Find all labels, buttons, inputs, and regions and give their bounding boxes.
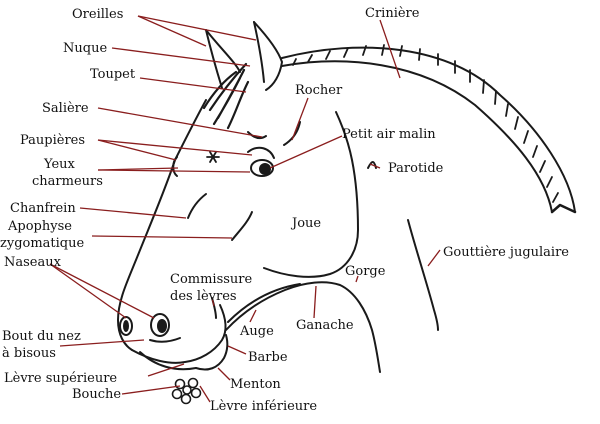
label-commissure-1: Commissure [170,272,253,287]
label-menton: Menton [230,377,281,392]
label-bout-2: à bisous [2,346,56,361]
label-bouche: Bouche [72,387,121,402]
label-oreilles: Oreilles [72,7,123,22]
label-bout-1: Bout du nez [2,329,81,344]
label-yeux-2: charmeurs [32,174,103,189]
label-apophyse-2: zygomatique [0,236,84,251]
label-levre-inf: Lèvre inférieure [210,399,317,414]
label-rocher: Rocher [295,83,343,98]
label-chanfrein: Chanfrein [10,201,76,216]
horse-drawing [117,21,577,405]
label-apophyse-1: Apophyse [7,219,72,234]
mane [281,44,577,214]
label-joue: Joue [290,216,321,231]
label-levre-sup: Lèvre supérieure [4,371,117,386]
label-naseaux: Naseaux [4,255,62,270]
eye-pupil [259,163,271,175]
label-ganache: Ganache [296,318,354,333]
label-parotide: Parotide [388,161,444,176]
label-auge: Auge [239,324,274,339]
labels: Oreilles Nuque Toupet Salière Paupières … [0,6,569,414]
label-toupet: Toupet [90,67,136,82]
label-criniere: Crinière [365,6,420,21]
label-gouttiere: Gouttière jugulaire [443,245,569,260]
label-commissure-2: des lèvres [170,289,237,304]
flower-icon [171,377,202,405]
label-nuque: Nuque [63,41,107,56]
label-barbe: Barbe [248,350,288,365]
label-gorge: Gorge [345,264,386,279]
leader-lines [49,15,441,403]
label-paupieres: Paupières [20,133,85,148]
label-yeux-1: Yeux [43,157,76,172]
label-petit-air: Petit air malin [342,127,436,142]
label-saliere: Salière [42,101,89,116]
